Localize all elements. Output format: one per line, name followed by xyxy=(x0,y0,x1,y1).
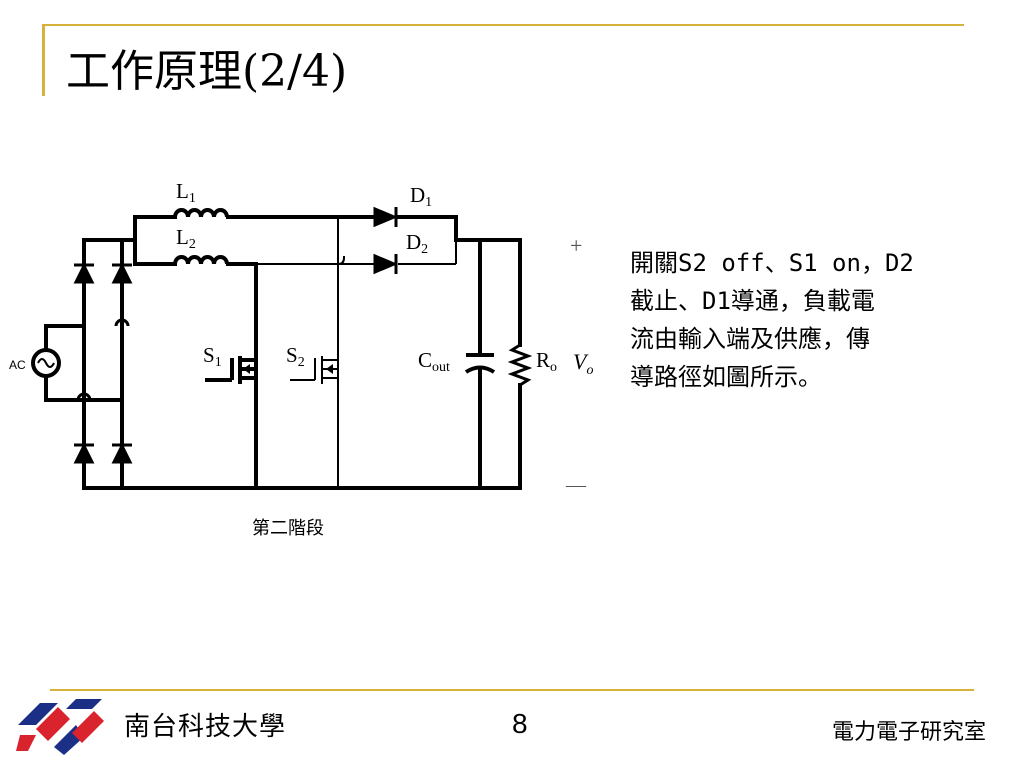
rectifier-diode-3 xyxy=(73,442,95,464)
slide-title: 工作原理(2/4) xyxy=(66,46,348,97)
rectifier-diode-2 xyxy=(111,262,133,284)
resistor-ro xyxy=(507,343,533,387)
page-number: 8 xyxy=(512,708,528,739)
university-logo xyxy=(16,699,104,755)
svg-text:—: — xyxy=(565,474,587,496)
svg-text:Vo: Vo xyxy=(573,349,593,378)
circuit-caption: 第二階段 xyxy=(252,518,324,539)
school-name: 南台科技大學 xyxy=(124,712,287,742)
svg-text:L1: L1 xyxy=(176,179,196,206)
svg-text:L2: L2 xyxy=(176,225,196,252)
svg-text:Ro: Ro xyxy=(536,348,557,375)
rectifier-diode-1 xyxy=(73,262,95,284)
description-text: 開關S2 off、S1 on，D2 截止、D1導通，負載電 流由輸入端及供應，傳… xyxy=(630,249,914,391)
inductor-l1 xyxy=(173,208,229,218)
diode-d1 xyxy=(373,206,398,228)
diode-d2 xyxy=(373,253,398,275)
ac-source-icon xyxy=(31,348,61,378)
svg-text:S1: S1 xyxy=(203,343,222,370)
svg-text:+: + xyxy=(570,233,582,258)
footer-rule xyxy=(50,689,974,691)
svg-text:AC: AC xyxy=(9,358,26,372)
inductor-l2 xyxy=(173,255,229,265)
title-top-rule xyxy=(44,24,964,26)
svg-text:Cout: Cout xyxy=(418,348,450,375)
svg-text:D2: D2 xyxy=(406,230,428,257)
capacitor-cout xyxy=(464,353,496,374)
svg-text:S2: S2 xyxy=(286,343,305,370)
lab-name: 電力電子研究室 xyxy=(831,720,986,745)
rectifier-diode-4 xyxy=(111,442,133,464)
svg-text:D1: D1 xyxy=(410,183,432,210)
title-left-rule xyxy=(42,24,45,96)
